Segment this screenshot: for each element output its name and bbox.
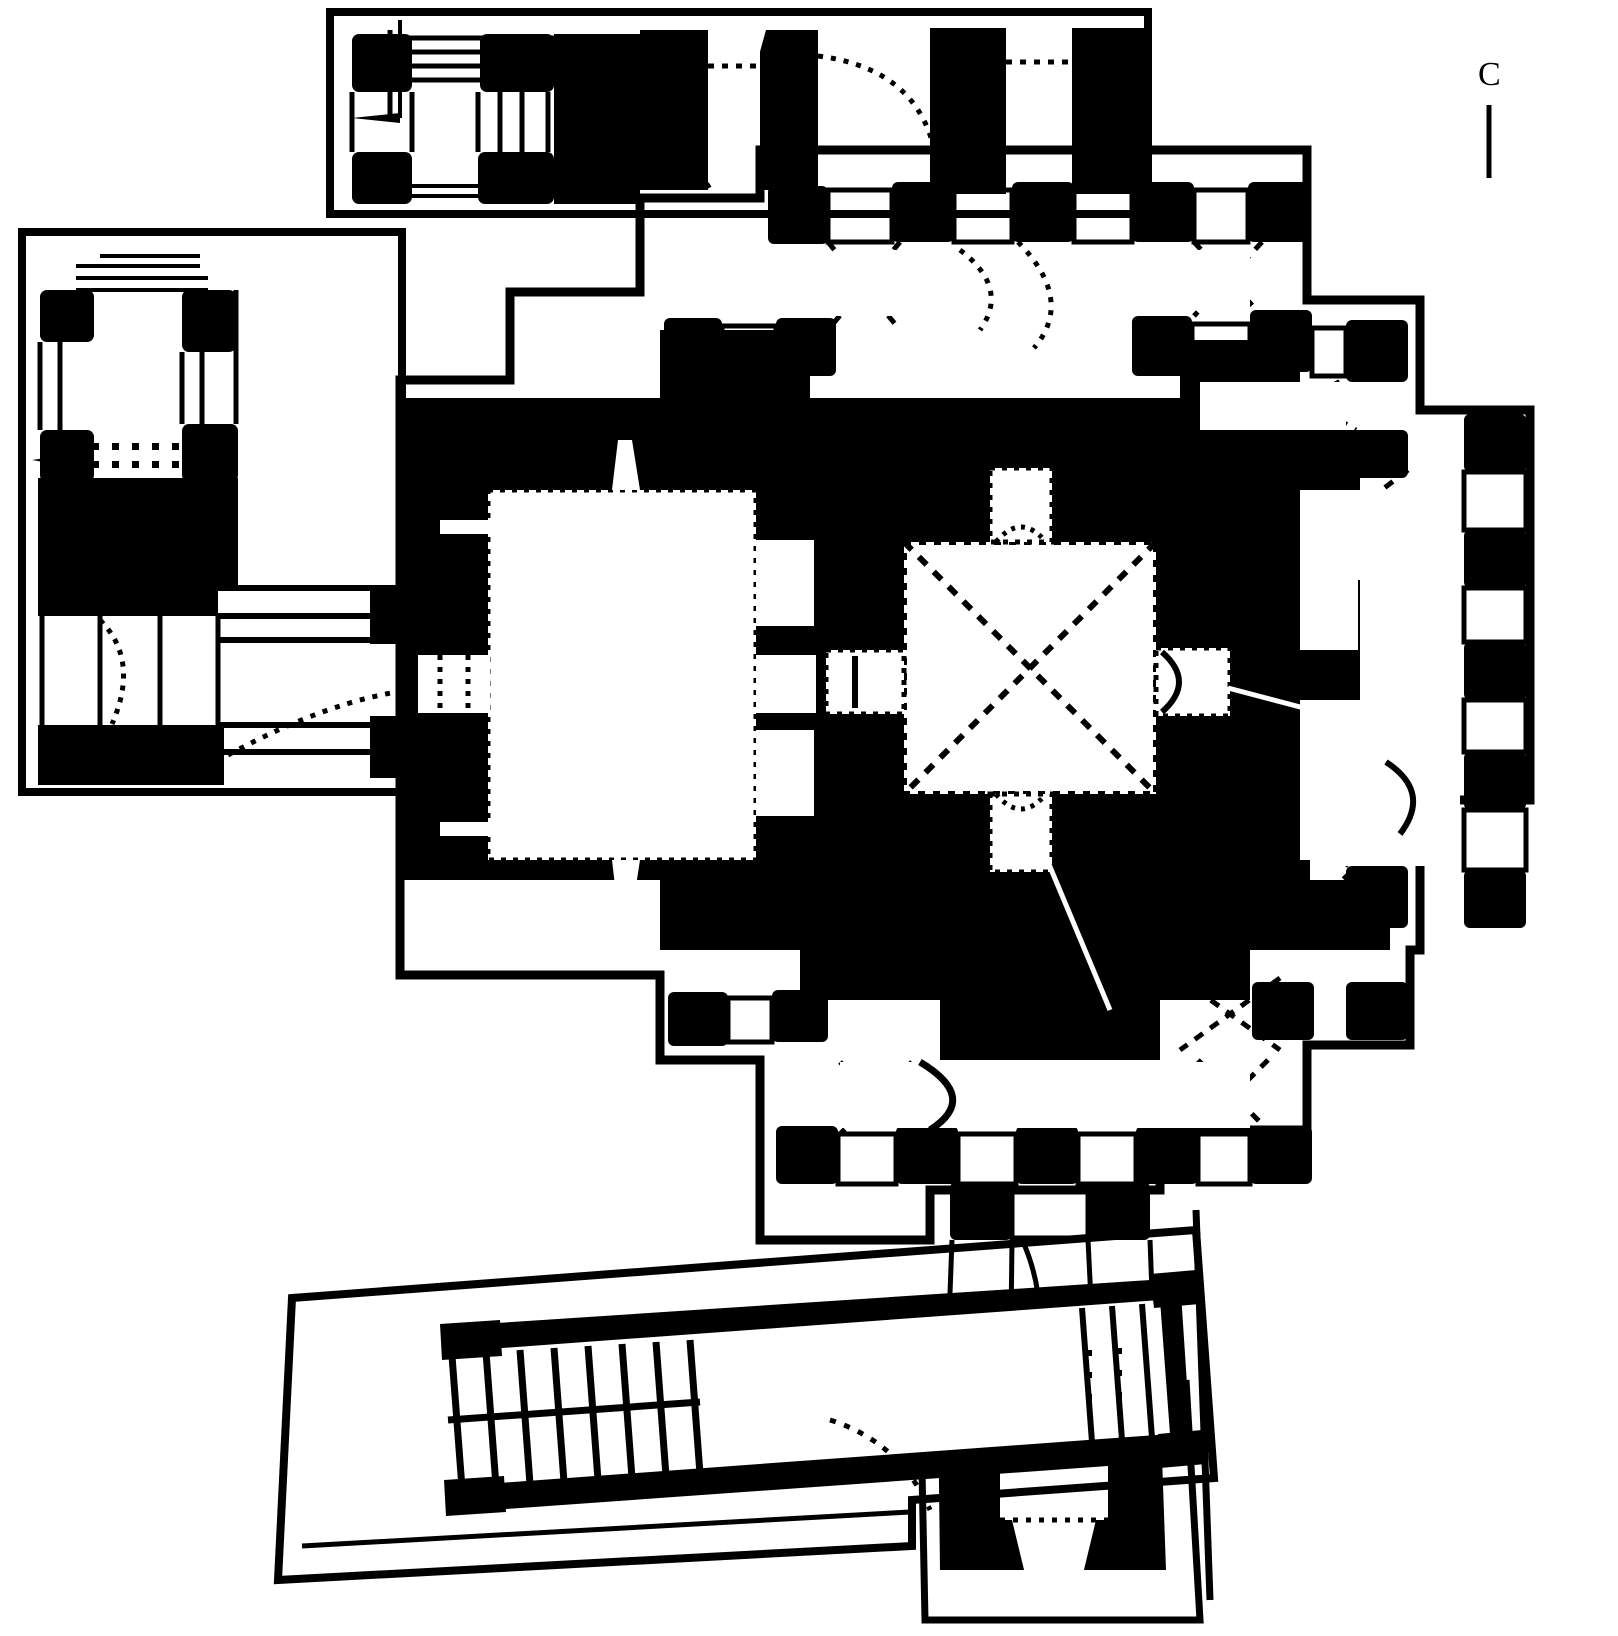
west-hall-floor [488, 490, 756, 860]
central-chamber-vault-ribs [901, 539, 1159, 797]
east-arcade-arch [1384, 759, 1417, 836]
north-arcade-bay-outlines [719, 187, 1349, 379]
north-arcade-arch-2 [1016, 240, 1054, 350]
west-hall [418, 440, 816, 912]
nw-annex-wall-lines [349, 20, 551, 152]
west-annex-mass-b [38, 588, 218, 616]
west-annex-wall-lines [37, 290, 239, 430]
east-arcade-bay-outlines [1461, 469, 1529, 873]
south-door-swing [829, 1417, 933, 1512]
west-hall-window-south [612, 860, 640, 912]
west-hall-recesses [440, 520, 814, 836]
south-arcade-piers [668, 990, 1312, 1184]
east-arcade [1178, 414, 1529, 1053]
plan-key-label: C [1478, 56, 1501, 93]
west-annex-lower-bays [39, 616, 221, 725]
south-arcade-bay-outlines [725, 995, 1253, 1187]
west-annex-piers [40, 290, 238, 482]
west-hall-opening-dashes [437, 655, 471, 713]
corridor-door-swing [226, 687, 411, 758]
nw-annex-niche-dashes [708, 59, 1068, 69]
central-domed-chamber [823, 465, 1381, 1011]
nw-annex-door-swing [559, 139, 715, 196]
nw-annex-hatching [403, 35, 560, 83]
nw-annex-chambers [554, 28, 1148, 204]
north-arcade-bay-voids [836, 250, 1346, 430]
sw-annex-base-line [301, 1509, 911, 1549]
south-arcade [668, 990, 1312, 1187]
west-corridor [218, 585, 418, 778]
outer-enclosure-wall [395, 145, 1535, 1245]
west-annex [18, 228, 406, 796]
west-annex-mass-a [38, 478, 238, 588]
central-chamber-niche-south [987, 791, 1055, 875]
sw-annex-end-piers [440, 1270, 1206, 1516]
south-chamber-niche [1012, 1520, 1096, 1578]
sw-annex-outline [273, 1225, 1219, 1585]
west-annex-paving-dots [72, 443, 179, 468]
sw-annex-ribs [447, 1339, 704, 1489]
west-annex-outline [18, 228, 406, 796]
nw-annex-arrow-marker [352, 113, 400, 123]
east-arcade-voids [1300, 490, 1460, 866]
west-annex-door-swing [98, 618, 126, 726]
south-arcade-apse [918, 1058, 957, 1133]
east-arcade-piers [1252, 414, 1526, 1040]
sw-annex-paving-dots [1086, 1348, 1122, 1400]
central-chamber-niche-north [987, 465, 1055, 545]
west-hall-east-door [756, 655, 816, 713]
nw-annex-niches [708, 28, 1068, 136]
south-vestibule-piers [950, 1182, 1150, 1240]
north-arcade-piers [664, 182, 1408, 382]
north-west-annex [326, 8, 1152, 218]
west-hall-west-openings [418, 655, 490, 713]
nw-annex-door-swing-2 [817, 53, 941, 176]
west-hall-window-north [612, 440, 640, 490]
west-annex-hatching-top [76, 254, 208, 292]
nw-annex-base-lines [352, 184, 558, 198]
south-west-annex [273, 1225, 1219, 1585]
central-chamber-niche-west [823, 647, 907, 717]
north-arcade [664, 182, 1408, 433]
south-arcade-voids [840, 1062, 1250, 1128]
west-annex-arrow-marker [32, 455, 66, 466]
west-annex-mass-c [38, 725, 224, 785]
central-chamber-niche-east [1153, 645, 1233, 719]
